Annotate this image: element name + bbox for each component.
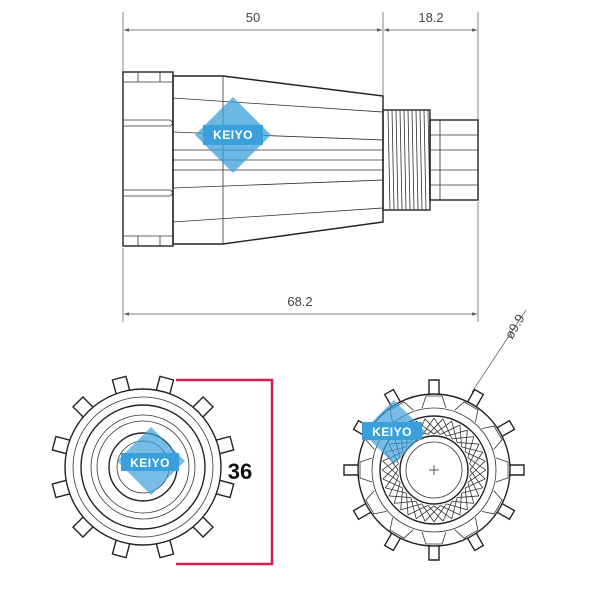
logo-watermark: KEIYO	[195, 97, 271, 173]
logo-text-right: KEIYO	[372, 425, 412, 439]
dimension-18-2-label: 18.2	[418, 10, 443, 25]
body-section	[172, 75, 384, 245]
height-label: 36	[228, 459, 252, 484]
diameter-label: ø9.9	[502, 311, 528, 341]
logo-text: KEIYO	[213, 128, 253, 142]
dimension-50: 50	[122, 10, 384, 98]
side-view: 50 18.2	[122, 10, 479, 322]
logo-watermark-left: KEIYO	[117, 427, 185, 495]
end-view-nut: KEIYO	[51, 375, 235, 559]
end-cap	[429, 119, 479, 201]
height-bracket: 36	[176, 378, 274, 566]
dimension-50-label: 50	[246, 10, 260, 25]
logo-text-left: KEIYO	[130, 456, 170, 470]
thread-section	[382, 109, 431, 211]
logo-watermark-right: KEIYO	[362, 400, 426, 464]
dimension-18-2: 18.2	[384, 10, 479, 120]
grip-section	[122, 71, 174, 247]
end-view-grip: KEIYO ø9.9	[343, 309, 528, 561]
dimension-68-2: 68.2	[122, 202, 479, 322]
dimension-68-2-label: 68.2	[287, 294, 312, 309]
